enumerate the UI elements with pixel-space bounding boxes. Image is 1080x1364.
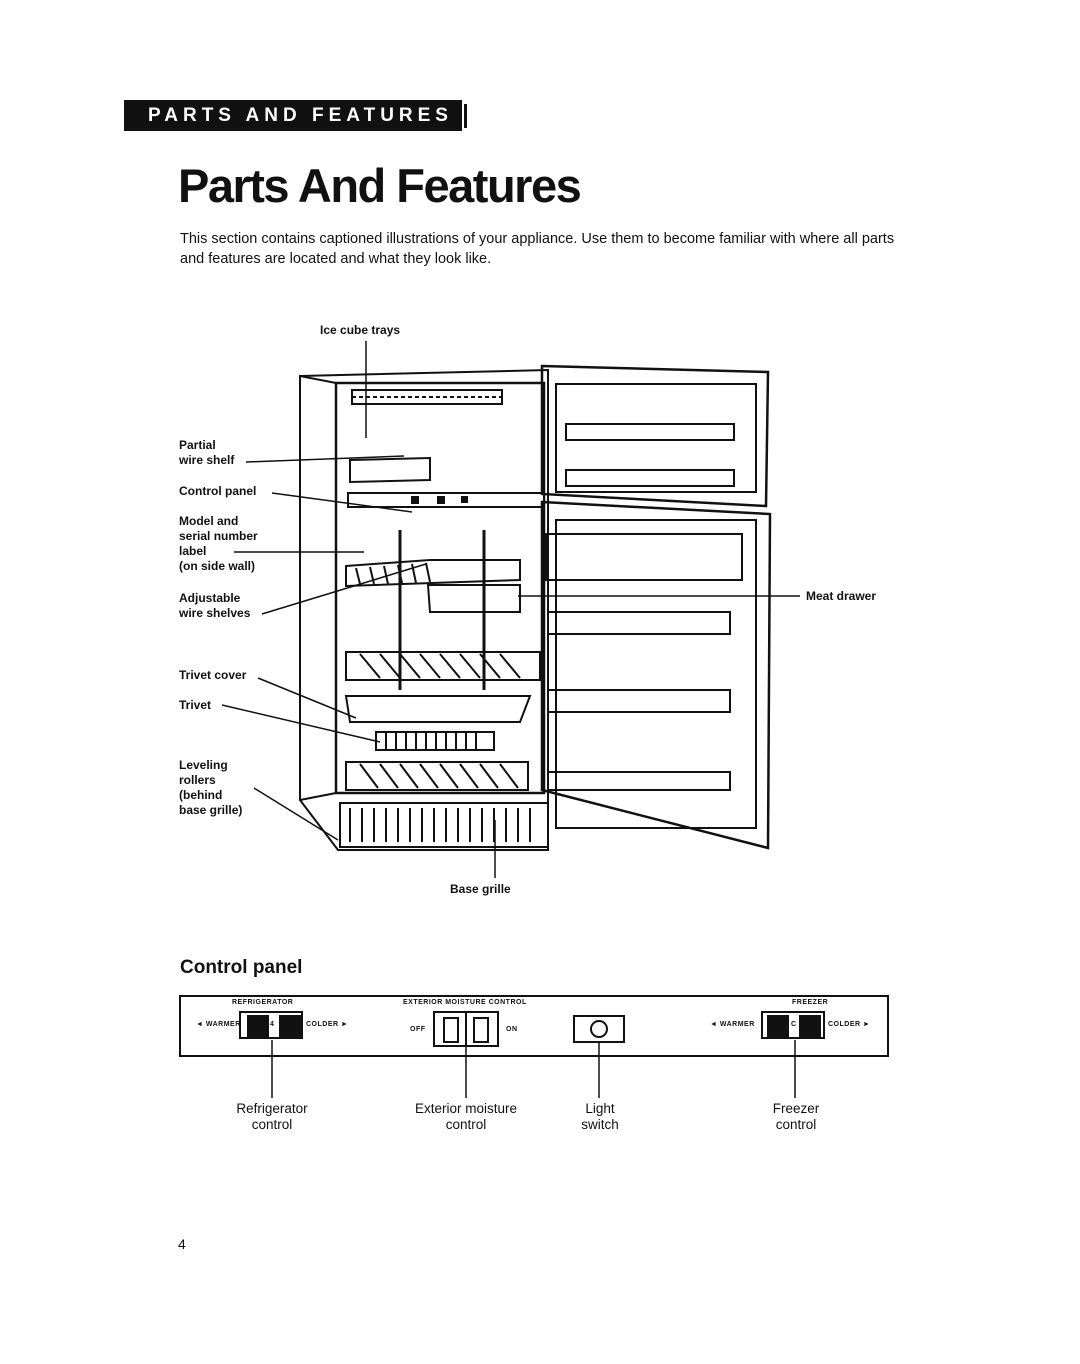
control-panel-heading: Control panel: [180, 957, 303, 978]
light-switch-button: [590, 1020, 608, 1038]
label-trivet: Trivet: [179, 698, 212, 712]
moisture-off-label: OFF: [410, 1026, 426, 1033]
freezer-door-shelves: [565, 423, 735, 487]
leader-lines: [221, 341, 800, 878]
panel-leader-lines: [271, 1040, 796, 1098]
control-knobs: [411, 496, 468, 504]
light-switch: [573, 1015, 625, 1043]
freezer-setting: C: [791, 1021, 797, 1028]
intro-paragraph: This section contains captioned illustra…: [180, 231, 895, 267]
panel-label-refrigerator: REFRIGERATOR: [232, 999, 294, 1006]
refrigerator-slider-left: [247, 1015, 269, 1037]
banner-tail-mark: [462, 104, 467, 128]
caption-refrigerator-control: Refrigerator control: [236, 1101, 308, 1132]
label-partial-wire-shelf: Partial wire shelf: [179, 438, 235, 467]
caption-light-switch: Light switch: [581, 1101, 619, 1132]
control-panel-strip: [347, 492, 545, 508]
freezer-slider-left: [767, 1015, 789, 1037]
adjustable-shelf-bottom: [345, 651, 541, 681]
freezer-warmer-label: ◄ WARMER: [710, 1021, 755, 1028]
label-adjustable-wire-shelves: Adjustable wire shelves: [179, 591, 251, 620]
label-base-grille: Base grille: [450, 882, 511, 896]
label-control-panel: Control panel: [179, 484, 257, 498]
base-grille: [339, 802, 549, 848]
freezer-door: [540, 364, 770, 508]
refrigerator-door: [540, 500, 772, 850]
refrigerator-illustration: [221, 341, 800, 878]
caption-moisture-control: Exterior moisture control: [414, 1101, 518, 1132]
panel-label-moisture: EXTERIOR MOISTURE CONTROL: [403, 999, 527, 1006]
moisture-on-label: ON: [506, 1026, 518, 1033]
cabinet-outline: [299, 368, 549, 851]
adjustable-shelf-top: [345, 559, 521, 588]
freezer-colder-label: COLDER ►: [828, 1021, 871, 1028]
label-ice-cube-trays: Ice cube trays: [320, 323, 401, 337]
page-number: 4: [178, 1236, 186, 1252]
refrigerator-slider-right: [279, 1015, 301, 1037]
refrigerator-door-shelves: [545, 533, 743, 791]
section-banner: PARTS AND FEATURES: [124, 100, 462, 131]
control-panel-frame: [179, 995, 889, 1057]
trivet-cover: [344, 695, 532, 723]
label-trivet-cover: Trivet cover: [179, 668, 247, 682]
cabinet-interior: [334, 381, 546, 795]
caption-freezer-control: Freezer control: [772, 1101, 820, 1132]
meat-drawer: [426, 584, 521, 613]
label-leveling-rollers: Leveling rollers (behind base grille): [179, 758, 243, 817]
cabinet-side-wall: [299, 375, 337, 801]
freezer-slider-right: [799, 1015, 821, 1037]
label-model-serial: Model and serial number label (on side w…: [179, 514, 258, 573]
freezer-partial-shelf: [349, 456, 431, 484]
label-meat-drawer: Meat drawer: [806, 589, 877, 603]
refrigerator-setting: 4: [270, 1021, 275, 1028]
crisper-area: [345, 761, 529, 791]
page-title: Parts And Features: [178, 159, 582, 212]
refrigerator-warmer-label: ◄ WARMER: [196, 1021, 241, 1028]
panel-label-freezer: FREEZER: [792, 999, 829, 1006]
refrigerator-colder-label: COLDER ►: [306, 1021, 349, 1028]
